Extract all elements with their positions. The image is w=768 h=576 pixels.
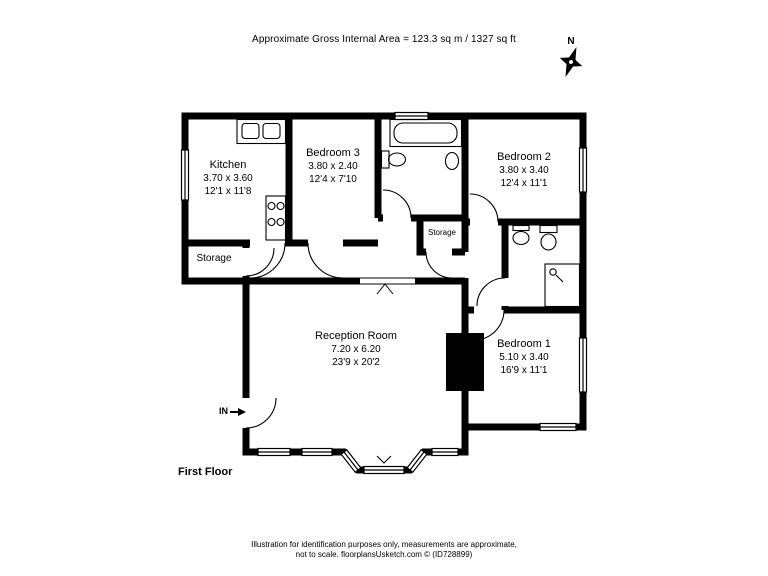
door-arc-bedroom1 — [473, 309, 505, 341]
floor-title: First Floor — [178, 466, 233, 478]
washbasin-icon-top — [444, 151, 460, 171]
room-dim-metric: 3.80 x 2.40 — [308, 161, 358, 172]
room-label-bedroom3: Bedroom 3 3.80 x 2.40 12'4 x 7'10 — [306, 147, 360, 186]
bathtub-icon — [389, 118, 463, 148]
entrance-arrow-icon — [230, 408, 246, 416]
window-bay-left — [340, 449, 362, 474]
compass-north-label: N — [567, 36, 575, 47]
kitchen-hob — [265, 195, 287, 241]
compass-icon — [559, 46, 583, 78]
room-dim-imperial: 12'1 x 11'8 — [204, 186, 252, 197]
room-name: Bedroom 1 — [497, 338, 551, 350]
room-label-storage-left: Storage — [196, 253, 231, 265]
wall-storage-mid-left — [416, 218, 426, 256]
door-arc-storage-middle — [425, 251, 453, 279]
window-bedroom2 — [578, 147, 588, 193]
room-name: Bedroom 3 — [306, 147, 360, 159]
room-name: Reception Room — [315, 330, 397, 342]
wall-top-right — [428, 112, 587, 148]
gross-internal-area-text: Approximate Gross Internal Area = 123.3 … — [252, 34, 516, 45]
room-label-bedroom2: Bedroom 2 3.80 x 3.40 12'4 x 11'1 — [497, 151, 551, 190]
room-dim-imperial: 12'4 x 7'10 — [309, 174, 357, 185]
door-arc-bedroom3 — [307, 242, 344, 279]
window-bedroom1-right — [578, 337, 588, 393]
room-dim-metric: 3.80 x 3.40 — [499, 165, 549, 176]
wall-left-storage — [181, 200, 360, 285]
window-reception-3 — [431, 447, 459, 457]
window-kitchen — [180, 149, 190, 201]
washbasin-icon-right — [512, 224, 530, 246]
entrance-label: IN — [219, 406, 228, 416]
door-arc-bathroom-right — [476, 277, 506, 307]
toilet-icon-right — [539, 224, 558, 251]
chevron-down-icon — [376, 455, 392, 464]
door-arc-entrance — [245, 397, 277, 429]
door-arc-bathroom-top — [382, 189, 412, 219]
room-dim-imperial: 12'4 x 11'1 — [500, 178, 548, 189]
room-label-bedroom1: Bedroom 1 5.10 x 3.40 16'9 x 11'1 — [497, 338, 551, 377]
window-reception-2 — [301, 447, 333, 457]
windows — [180, 111, 588, 475]
wall-reception-left-low — [242, 428, 258, 456]
door-arcs — [245, 189, 506, 429]
room-dim-metric: 7.20 x 6.20 — [331, 344, 381, 355]
opening-hall-reception — [360, 277, 415, 295]
kitchen-sink-unit — [236, 118, 287, 145]
opening-markers — [360, 277, 415, 464]
toilet-icon-top — [380, 150, 407, 169]
room-dim-imperial: 23'9 x 20'2 — [332, 357, 380, 368]
room-name: Storage — [427, 228, 457, 237]
window-bedroom1-bottom — [539, 422, 577, 432]
footer-disclaimer: Illustration for identification purposes… — [0, 540, 768, 560]
room-label-kitchen: Kitchen 3.70 x 3.60 12'1 x 11'8 — [203, 159, 252, 198]
room-name: Kitchen — [209, 159, 247, 171]
window-bay-right — [406, 448, 428, 474]
wall-right-low — [576, 392, 587, 431]
room-label-reception: Reception Room 7.20 x 6.20 23'9 x 20'2 — [315, 330, 397, 369]
door-arc-storage-left — [245, 247, 275, 277]
window-reception-1 — [257, 447, 291, 457]
door-arc-kitchen — [249, 242, 286, 279]
room-dim-metric: 3.70 x 3.60 — [203, 173, 253, 184]
fixtures — [236, 118, 581, 308]
chimney-breast — [446, 333, 484, 391]
chevron-up-icon — [376, 283, 394, 295]
shower-icon — [544, 263, 581, 308]
room-name: Bedroom 2 — [497, 151, 551, 163]
room-dim-metric: 5.10 x 3.40 — [499, 352, 549, 363]
door-arc-bedroom2 — [469, 193, 499, 223]
room-label-storage-middle: Storage — [428, 228, 456, 238]
footer-line-2: not to scale. floorplansUsketch.com © (I… — [295, 550, 473, 559]
room-name: Storage — [196, 253, 232, 264]
window-bay-front — [363, 465, 405, 475]
window-bathroom-top — [394, 111, 429, 121]
wall-top-left — [181, 112, 395, 150]
walls — [181, 112, 587, 474]
room-dim-imperial: 16'9 x 11'1 — [500, 365, 548, 376]
footer-line-1: Illustration for identification purposes… — [251, 540, 517, 549]
